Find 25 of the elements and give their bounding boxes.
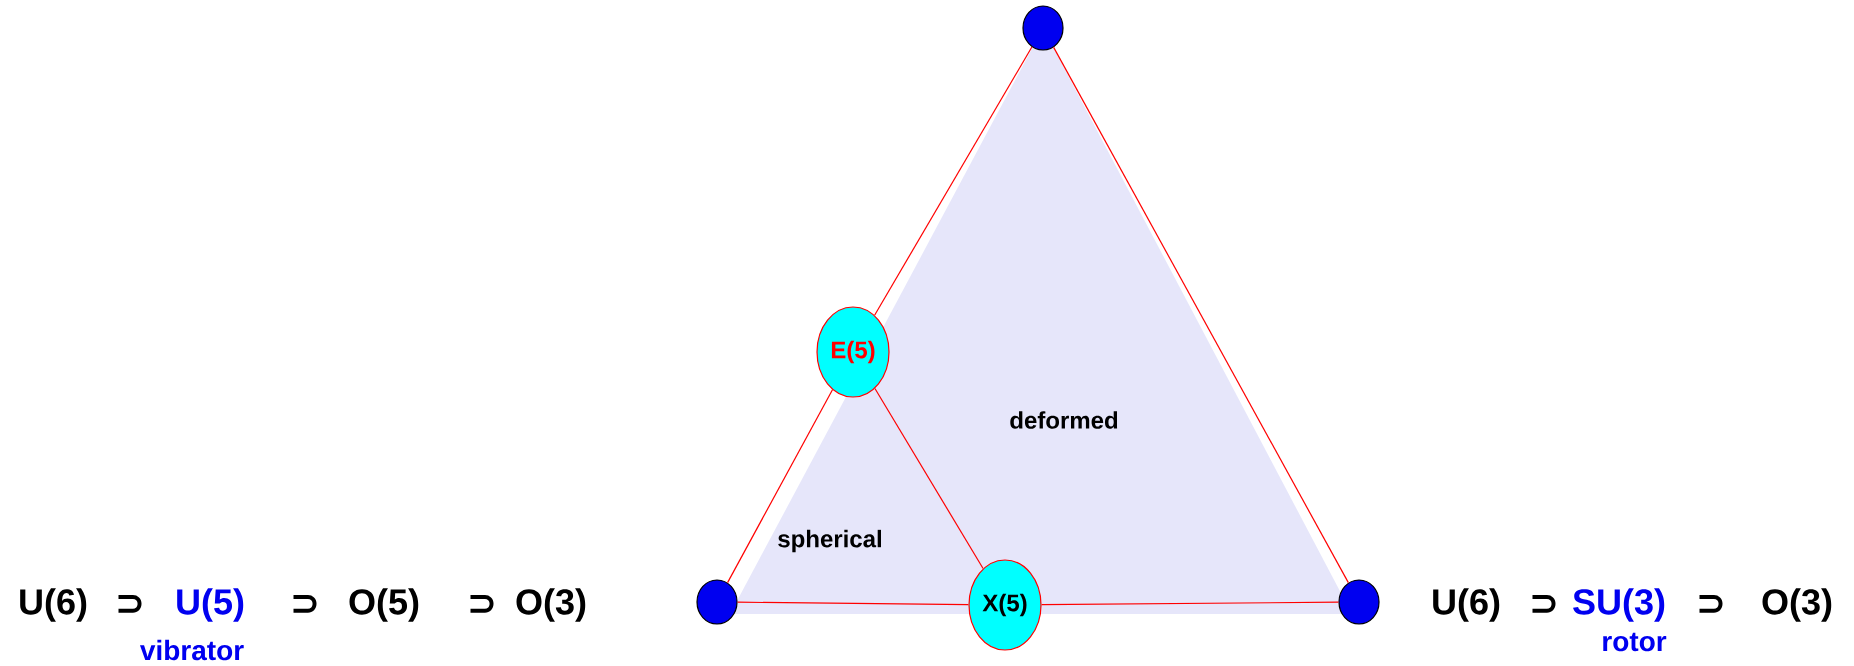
vertex-dot	[1022, 5, 1064, 51]
edge-line	[726, 389, 834, 584]
group-label: O(5)	[349, 588, 419, 622]
group-label: U(6)	[20, 588, 87, 622]
edge-line	[1041, 601, 1339, 606]
edge-line	[737, 601, 969, 606]
edge-line	[1053, 46, 1349, 584]
subset-symbol: ⊃	[293, 594, 317, 613]
vertex-dot	[696, 579, 738, 625]
group-label: O(3)	[1762, 588, 1832, 622]
limit-label: vibrator	[140, 639, 244, 661]
group-label: SU(3)	[1573, 588, 1665, 622]
edge-line	[874, 387, 984, 570]
region-label: deformed	[1010, 411, 1118, 429]
subset-symbol: ⊃	[1699, 594, 1723, 613]
subset-symbol: ⊃	[118, 594, 142, 613]
subset-symbol: ⊃	[1532, 594, 1556, 613]
region-label: spherical	[778, 529, 881, 553]
subset-symbol: ⊃	[470, 594, 494, 613]
limit-label: rotor	[1603, 632, 1667, 652]
vertex-dot	[1338, 579, 1380, 625]
group-label: O(3)	[516, 588, 586, 622]
edge-line	[874, 46, 1033, 316]
group-label: U(5)	[177, 588, 244, 622]
group-label: U(6)	[1433, 588, 1500, 622]
